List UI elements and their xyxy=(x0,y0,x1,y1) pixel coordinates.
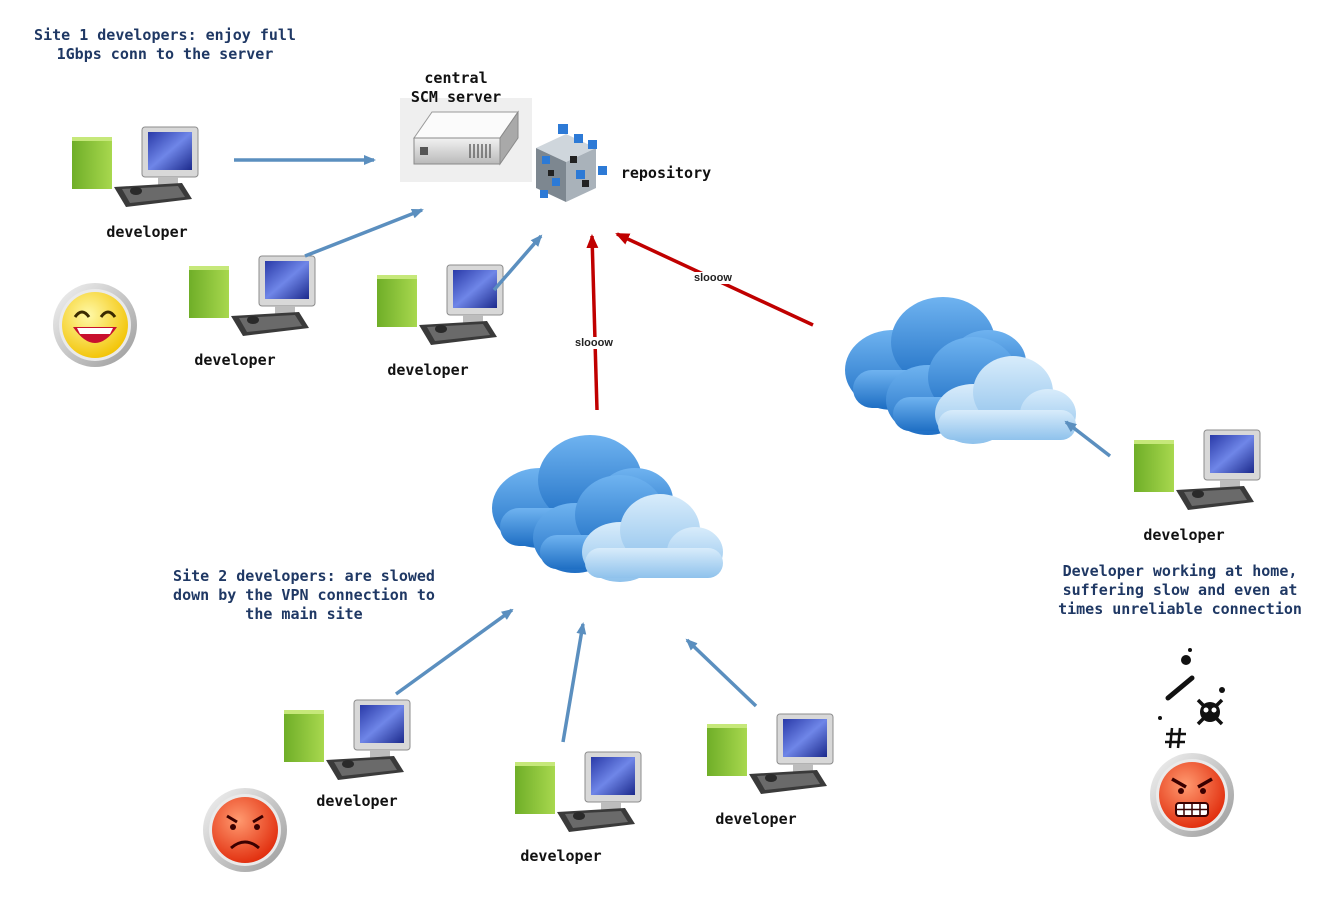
workstation-icon xyxy=(71,126,199,208)
site1-note: Site 1 developers: enjoy full 1Gbps conn… xyxy=(34,26,296,63)
fast-arrow xyxy=(492,234,543,292)
server-icon xyxy=(400,98,532,182)
angry-face-icon xyxy=(1150,753,1234,837)
slow-arrow xyxy=(586,234,599,411)
developer-label: developer xyxy=(106,223,188,241)
sad-face-icon xyxy=(203,788,287,872)
workstation-icon xyxy=(376,264,504,346)
slow-link-label: slooow xyxy=(692,272,734,284)
repository-cube-icon xyxy=(536,124,607,202)
fast-arrow xyxy=(561,622,587,743)
developer-label: developer xyxy=(194,351,276,369)
site2-note: Site 2 developers: are slowed down by th… xyxy=(173,567,435,623)
workstation-icon xyxy=(706,713,834,795)
developer-label: developer xyxy=(1143,526,1225,544)
repository-label: repository xyxy=(620,164,712,182)
cloud-icon xyxy=(845,297,1076,444)
fast-arrow xyxy=(685,638,758,708)
home-note: Developer working at home, suffering slo… xyxy=(1058,562,1302,618)
workstation-icon xyxy=(1133,429,1261,511)
happy-face-icon xyxy=(53,283,137,367)
cursing-symbols-icon xyxy=(1158,648,1225,749)
workstation-icon xyxy=(283,699,411,781)
developer-label: developer xyxy=(316,792,398,810)
fast-arrow xyxy=(1064,420,1112,458)
cloud-icon xyxy=(492,435,723,582)
developer-label: developer xyxy=(387,361,469,379)
slow-link-label: slooow xyxy=(573,337,615,349)
workstation-icon xyxy=(188,255,316,337)
fast-arrow xyxy=(304,208,424,258)
workstation-icon xyxy=(514,751,642,833)
server-label: central SCM server xyxy=(410,69,502,106)
developer-label: developer xyxy=(715,810,797,828)
developer-label: developer xyxy=(520,847,602,865)
fast-arrow xyxy=(394,608,514,696)
